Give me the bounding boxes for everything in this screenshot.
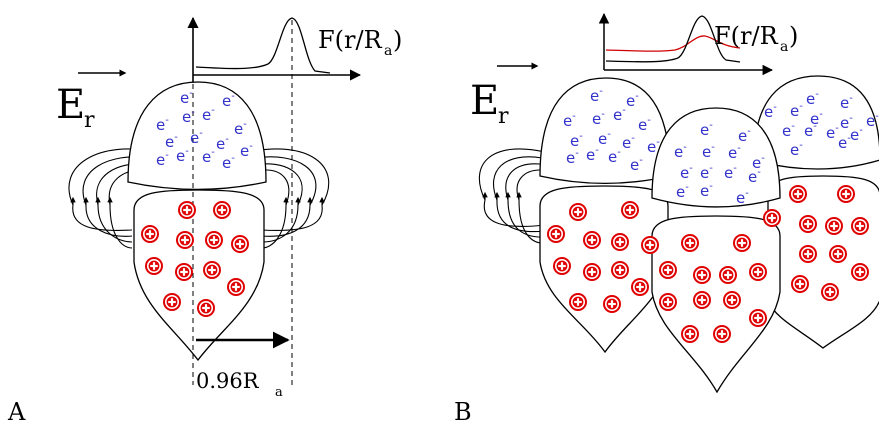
electron-cloud-b2	[651, 107, 781, 208]
ion-a-1	[176, 199, 198, 221]
panel-letter-b: B	[454, 398, 472, 426]
ion-b2-10	[747, 307, 769, 329]
ion-b1-12	[601, 293, 623, 315]
ion-b3-3	[761, 207, 783, 229]
ion-b3-6	[849, 215, 871, 237]
ion-b2-11	[679, 323, 701, 345]
ion-b1-2	[619, 199, 641, 221]
ion-b1-6	[639, 234, 661, 256]
ion-a-4	[174, 229, 196, 251]
radius-subscript-a: a	[275, 385, 283, 400]
ion-b2-12	[711, 323, 733, 345]
function-label-a: F(r/R	[318, 26, 383, 54]
ion-b2-2	[731, 232, 753, 254]
ion-a-11	[161, 291, 183, 313]
ion-a-3	[139, 223, 161, 245]
field-subscript-b: r	[498, 104, 509, 129]
panel-b: E r F(r/R a )	[454, 12, 879, 426]
ion-b3-1	[787, 183, 809, 205]
ion-b3-8	[827, 243, 849, 265]
function-label-close-a: )	[393, 26, 402, 54]
ion-a-10	[225, 276, 247, 298]
ion-b2-6	[747, 261, 769, 283]
ion-a-5	[203, 229, 225, 251]
ion-b1-10	[629, 276, 651, 298]
ion-b3-4	[797, 213, 819, 235]
function-label-close-b: )	[789, 22, 798, 50]
ion-a-6	[229, 233, 251, 255]
field-label-b: E r	[470, 62, 539, 129]
function-label-sub-a: a	[384, 43, 392, 59]
ion-a-9	[201, 259, 223, 281]
ion-b1-5	[609, 231, 631, 253]
distribution-curve-black-b	[605, 15, 741, 63]
radius-label-a: 0.96R a	[196, 369, 283, 400]
ion-b3-9	[849, 261, 871, 283]
ion-b2-1	[679, 232, 701, 254]
panel-letter-a: A	[7, 398, 26, 426]
field-lines-left-b	[478, 148, 546, 244]
ion-b2-3	[657, 259, 679, 281]
ion-a-8	[173, 261, 195, 283]
ion-b1-4	[581, 229, 603, 251]
electron-cloud-b3	[753, 75, 879, 170]
ion-body-b2	[651, 215, 781, 394]
panel-a: E r F(r/R a )	[7, 16, 402, 426]
function-label-sub-b: a	[780, 39, 788, 55]
ion-body-b3	[767, 175, 879, 349]
ion-b3-7	[797, 243, 819, 265]
ion-b2-5	[717, 264, 739, 286]
ion-b1-8	[581, 261, 603, 283]
ion-b1-3	[545, 223, 567, 245]
field-lines-right-a	[249, 148, 330, 249]
function-label-b: F(r/R	[714, 22, 779, 50]
ion-b3-10	[789, 273, 811, 295]
field-symbol-b: E	[470, 78, 499, 124]
ion-b2-4	[691, 264, 713, 286]
ion-b3-11	[819, 281, 841, 303]
ion-b2-9	[721, 289, 743, 311]
ion-b1-1	[567, 201, 589, 223]
ion-b1-7	[551, 255, 573, 277]
ion-b1-9	[609, 259, 631, 281]
ion-body-a	[133, 189, 265, 362]
electron-cloud-b1	[539, 77, 671, 185]
field-subscript-a: r	[84, 108, 95, 133]
ion-b2-8	[691, 289, 713, 311]
ion-b3-2	[835, 183, 857, 205]
ion-a-2	[211, 199, 233, 221]
ion-b3-5	[823, 215, 845, 237]
ion-b2-7	[657, 291, 679, 313]
ion-b1-11	[567, 291, 589, 313]
ion-a-12	[195, 297, 217, 319]
distribution-curve-red-b	[605, 35, 741, 52]
radius-value-a: 0.96R	[196, 369, 260, 393]
function-plot-b: F(r/R a )	[598, 12, 798, 76]
ion-a-7	[143, 255, 165, 277]
field-label-a: E r	[56, 69, 127, 133]
distribution-curve-a	[195, 17, 331, 74]
field-symbol-a: E	[56, 82, 85, 128]
